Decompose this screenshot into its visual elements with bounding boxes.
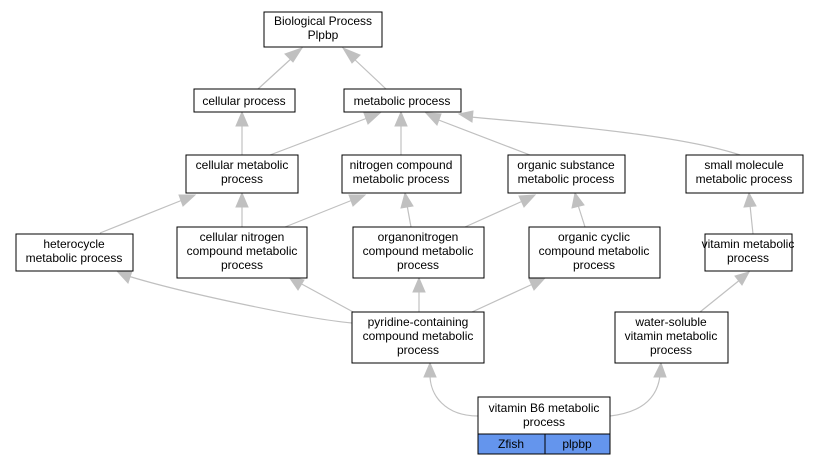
arrowhead [734,271,751,286]
node-organic-cyclic-compound-metabolic-process[interactable]: organic cyclic compound metabolic proces… [528,226,661,279]
arrowhead [571,191,585,209]
node-label-line: compound metabolic [539,244,650,258]
node-label-line: cellular nitrogen [200,230,285,244]
nodes: Biological Process Plpbp cellular proces… [15,11,804,455]
arrowhead [412,276,426,293]
edge-vitamin-b6-to-pyridine [429,374,479,417]
node-small-molecule-metabolic-process[interactable]: small molecule metabolic process [685,154,804,194]
arrowhead [178,194,197,207]
arrowhead [348,194,367,207]
edge-pyridine-to-organic-cyclic [471,282,536,313]
node-vitamin-metabolic-process[interactable]: vitamin metabolic process [702,233,795,272]
node-label-line: process [573,258,615,272]
node-pyridine-containing-compound-metabolic-process[interactable]: pyridine-containing compound metabolic p… [351,311,485,364]
arrowhead [400,191,414,209]
edge-organonitrogen-to-nitrogen-compound [406,204,412,228]
annotation-tag-plpbp[interactable] [544,433,611,455]
node-label-line: organic substance [517,158,615,172]
node-label-line: process [397,258,439,272]
edge-vitamin-b6-to-water-soluble [609,374,661,417]
node-label-line: organic cyclic [558,230,630,244]
edge-pyridine-to-cellular-nitrogen [297,281,356,314]
edge-cellular-process-to-root [257,56,294,90]
node-cellular-nitrogen-compound-metabolic-process[interactable]: cellular nitrogen compound metabolic pro… [176,226,308,279]
node-label-line: metabolic process [353,172,450,186]
node-label-line: metabolic process [696,172,793,186]
arrowhead [457,110,474,123]
node-label-line: vitamin B6 metabolic [489,401,600,415]
edges [99,46,757,417]
arrowhead [743,191,757,208]
arrowhead [518,194,537,208]
node-vitamin-b6-metabolic-process[interactable]: vitamin B6 metabolic process Zfish plpbp [477,396,611,455]
node-label-line: metabolic process [354,94,451,108]
node-label-line: compound metabolic [187,244,298,258]
node-label-line: process [221,172,263,186]
edge-organic-substance-to-metabolic [435,118,531,156]
arrowhead [423,361,437,378]
node-label-line: pyridine-containing [368,315,469,329]
node-label-line: process [523,415,565,429]
node-label-line: organonitrogen [378,230,459,244]
arrowhead [653,361,667,378]
arrowhead [424,112,442,126]
node-label-line: nitrogen compound [350,158,453,172]
annotation-tag-label: Zfish [498,437,524,451]
edge-pyridine-to-heterocycle [127,275,353,324]
arrowhead [115,270,133,284]
arrowhead [287,276,305,291]
arrowhead [235,191,249,208]
node-label-line: water-soluble [634,315,707,329]
annotation-tag-label: plpbp [562,437,592,451]
node-label-line: cellular process [202,94,285,108]
edge-metabolic-process-to-root [351,56,387,90]
node-label-line: process [727,251,769,265]
node-label-line: compound metabolic [363,244,474,258]
node-biological-process-root[interactable]: Biological Process Plpbp [263,11,383,48]
edge-small-molecule-to-metabolic [469,116,741,156]
node-label-line: metabolic process [518,172,615,186]
node-label-line: process [221,258,263,272]
node-metabolic-process[interactable]: metabolic process [343,88,462,113]
node-label-line: vitamin metabolic [702,237,795,251]
node-label-line: small molecule [704,158,784,172]
arrowhead [394,110,408,127]
node-cellular-metabolic-process[interactable]: cellular metabolic process [185,154,299,194]
arrowhead [363,112,382,125]
edge-vitamin-to-small-molecule [749,204,754,235]
node-label-line: process [650,343,692,357]
node-label-line: metabolic process [26,251,123,265]
edge-organic-cyclic-to-organic-substance [577,204,586,228]
node-label-line: process [397,343,439,357]
node-label-line: cellular metabolic [196,158,289,172]
edge-organonitrogen-to-organic-substance [464,199,526,228]
arrowhead [528,277,547,291]
arrowhead [235,110,249,127]
node-label-line: Biological Process [274,14,372,28]
arrowhead [341,46,361,64]
edge-cellular-nitrogen-to-nitrogen-compound [284,198,356,228]
node-label-line: heterocycle [43,237,105,251]
node-water-soluble-vitamin-metabolic-process[interactable]: water-soluble vitamin metabolic process [614,311,729,364]
node-label-line: compound metabolic [363,329,474,343]
node-nitrogen-compound-metabolic-process[interactable]: nitrogen compound metabolic process [341,154,462,194]
node-cellular-process[interactable]: cellular process [193,88,296,113]
node-label-line: Plpbp [308,28,339,42]
edge-water-soluble-to-vitamin [699,278,742,313]
node-organonitrogen-compound-metabolic-process[interactable]: organonitrogen compound metabolic proces… [352,226,485,279]
node-organic-substance-metabolic-process[interactable]: organic substance metabolic process [507,154,626,194]
node-label-line: vitamin metabolic [625,329,718,343]
arrowhead [284,47,304,63]
edge-heterocycle-to-cellular-metabolic [99,198,186,234]
node-heterocycle-metabolic-process[interactable]: heterocycle metabolic process [15,233,134,272]
edge-cellular-metabolic-to-metabolic [269,116,371,156]
